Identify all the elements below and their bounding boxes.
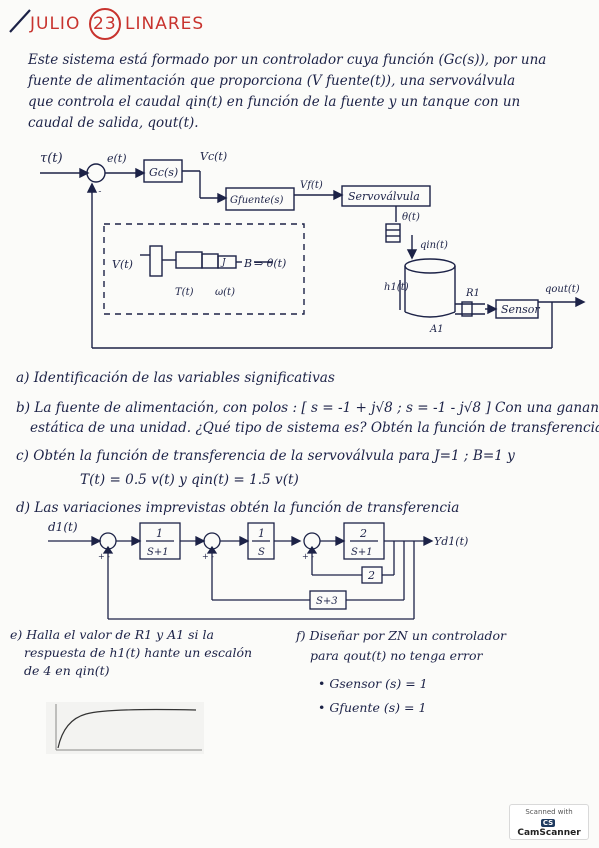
feedback-outer-tf: S+3	[316, 596, 338, 607]
inner-out-label: ⇒ θ(t)	[254, 257, 286, 270]
question-c-line2: T(t) = 0.5 v(t) y qin(t) = 1.5 v(t)	[80, 472, 299, 488]
header-place: LINARES	[125, 14, 205, 34]
header-month: JULIO	[30, 14, 81, 34]
intro-line: Este sistema está formado por un control…	[28, 52, 547, 68]
sensor-label: Sensor	[501, 303, 540, 316]
question-a: a) Identificación de las variables signi…	[16, 370, 335, 386]
camscanner-badge: Scanned with CSCamScanner	[509, 804, 589, 840]
question-f-line4: • Gfuente (s) = 1	[318, 700, 427, 715]
inner-b-label: B	[243, 257, 252, 270]
question-f-line1: f) Diseñar por ZN un controlador	[296, 628, 506, 643]
intro-line: caudal de salida, qout(t).	[28, 115, 199, 131]
sum2-sign: + -	[202, 552, 214, 561]
question-b-line2: estática de una unidad. ¿Qué tipo de sis…	[30, 420, 599, 436]
question-f-line3: • Gsensor (s) = 1	[318, 676, 428, 691]
block3-den: S+1	[351, 547, 373, 558]
inner-j-label: J	[220, 258, 227, 268]
block2-den: S	[258, 547, 265, 558]
block1-den: S+1	[147, 547, 169, 558]
a1-label: A1	[429, 324, 444, 335]
sum1-sign: + -	[98, 552, 110, 561]
step-response-plot-image	[46, 702, 204, 754]
scanned-with-text: Scanned with	[525, 808, 573, 816]
feedback-inner-gain: 2	[367, 569, 375, 582]
camscanner-name: CamScanner	[517, 828, 581, 838]
disturbance-block-diagram: d1(t) Yd1(t) 1 S+1 1 S 2 S+1 2 S+3 + - +…	[48, 520, 468, 620]
error-label: e(t)	[107, 152, 127, 165]
question-b-line1: b) La fuente de alimentación, con polos …	[16, 400, 599, 416]
header-day: 23	[93, 14, 117, 34]
block1-num: 1	[156, 527, 163, 540]
d1-label: d1(t)	[48, 520, 78, 534]
sum3-sign: + -	[302, 552, 314, 561]
qout-label: qout(t)	[545, 284, 580, 295]
intro-text: Este sistema está formado por un control…	[28, 50, 573, 134]
h1-label: h1(t)	[384, 282, 409, 293]
block3-num: 2	[359, 527, 367, 540]
question-e-line2: respuesta de h1(t) hante un escalón	[24, 645, 253, 660]
inner-t-label: T(t)	[175, 287, 194, 298]
qin-label: qin(t)	[420, 240, 448, 251]
camscanner-logo-icon: CS	[540, 819, 556, 827]
block2-num: 1	[258, 527, 265, 540]
vc-label: Vc(t)	[200, 150, 227, 163]
pen-stroke-mark	[9, 9, 31, 33]
question-d: d) Las variaciones imprevistas obtén la …	[16, 500, 460, 516]
question-e-line1: e) Halla el valor de R1 y A1 si la	[10, 627, 214, 642]
question-e-line3: de 4 en qin(t)	[24, 663, 110, 678]
intro-line: fuente de alimentación que proporciona (…	[28, 73, 516, 89]
question-e: e) Halla el valor de R1 y A1 si la respu…	[10, 626, 252, 680]
r1-label: R1	[465, 288, 480, 299]
input-label: τ(t)	[40, 151, 63, 166]
yd1-label: Yd1(t)	[434, 535, 468, 548]
question-f-line2: para qout(t) no tenga error	[310, 648, 483, 663]
vf-label: Vf(t)	[300, 180, 323, 191]
system-block-diagram: τ(t) + - e(t) Gc(s) Vc(t) Gfuente(s) Vf(…	[40, 150, 586, 349]
inner-w-label: ω(t)	[215, 287, 235, 298]
sum-sign-label: + -	[88, 187, 101, 197]
camscanner-brand: CSCamScanner	[510, 818, 588, 838]
theta-label: θ(t)	[402, 212, 420, 223]
source-label: Gfuente(s)	[230, 195, 283, 206]
question-f: f) Diseñar por ZN un controlador para qo…	[296, 626, 506, 718]
question-c-line1: c) Obtén la función de transferencia de …	[16, 448, 515, 464]
header-day-circle	[89, 8, 121, 40]
inner-v-label: V(t)	[112, 258, 133, 271]
valve-label: Servoválvula	[348, 190, 420, 203]
intro-line: que controla el caudal qin(t) en función…	[28, 94, 521, 110]
controller-label: Gc(s)	[149, 166, 178, 179]
